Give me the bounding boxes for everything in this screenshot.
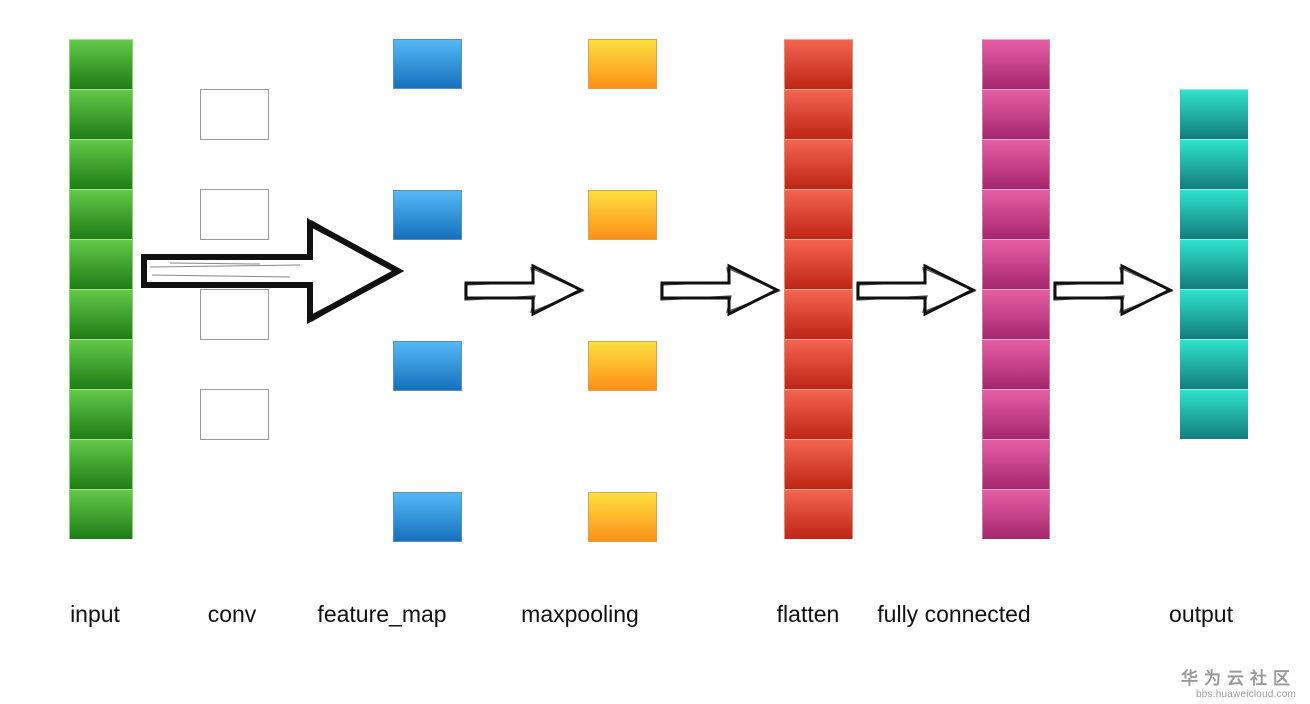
input-cell [69, 289, 133, 339]
fully-connected-cell [982, 489, 1050, 539]
watermark-logo: 华为云社区 [1181, 669, 1296, 688]
label-conv: conv [207, 601, 257, 627]
arrow-small-icon [856, 263, 977, 317]
watermark-url: bbs.huaweicloud.com [1196, 689, 1296, 700]
feature-map-cell [393, 39, 462, 89]
flatten-cell [784, 439, 853, 489]
output-cell [1180, 139, 1248, 189]
input-cell [69, 489, 133, 539]
fully-connected-cell [982, 39, 1050, 89]
output-cell [1180, 189, 1248, 239]
fully-connected-cell [982, 439, 1050, 489]
input-cell [69, 39, 133, 89]
label-output: output [1169, 601, 1233, 627]
label-flatten: flatten [776, 601, 840, 627]
flatten-cell [784, 339, 853, 389]
flatten-cell [784, 239, 853, 289]
fully-connected-cell [982, 389, 1050, 439]
fully-connected-cell [982, 339, 1050, 389]
maxpooling-cell [588, 190, 657, 240]
flatten-cell [784, 289, 853, 339]
input-cell [69, 239, 133, 289]
feature-map-cell [393, 190, 462, 240]
conv-cell [200, 189, 269, 240]
flatten-cell [784, 189, 853, 239]
input-cell [69, 89, 133, 139]
fully-connected-cell [982, 89, 1050, 139]
input-cell [69, 189, 133, 239]
maxpooling-cell [588, 341, 657, 391]
conv-cell [200, 289, 269, 340]
arrow-small-icon [464, 263, 585, 317]
maxpooling-cell [588, 39, 657, 89]
output-cell [1180, 89, 1248, 139]
maxpooling-cell [588, 492, 657, 542]
flatten-cell [784, 39, 853, 89]
fully-connected-cell [982, 189, 1050, 239]
output-cell [1180, 339, 1248, 389]
conv-cell [200, 389, 269, 440]
feature-map-cell [393, 341, 462, 391]
flatten-cell [784, 139, 853, 189]
watermark: 华为云社区 bbs.huaweicloud.com [1181, 664, 1296, 700]
label-fully-connected: fully connected [877, 601, 1031, 627]
arrow-large-icon [140, 217, 405, 325]
output-cell [1180, 389, 1248, 439]
label-maxpooling: maxpooling [521, 601, 639, 627]
input-cell [69, 139, 133, 189]
fully-connected-cell [982, 139, 1050, 189]
output-cell [1180, 239, 1248, 289]
label-feature-map: feature_map [317, 601, 447, 627]
flatten-cell [784, 489, 853, 539]
output-cell [1180, 289, 1248, 339]
flatten-cell [784, 89, 853, 139]
feature-map-cell [393, 492, 462, 542]
conv-cell [200, 89, 269, 140]
arrow-small-icon [660, 263, 781, 317]
input-cell [69, 439, 133, 489]
fully-connected-cell [982, 289, 1050, 339]
fully-connected-cell [982, 239, 1050, 289]
label-input: input [70, 601, 120, 627]
flatten-cell [784, 389, 853, 439]
input-cell [69, 389, 133, 439]
arrow-small-icon [1053, 263, 1174, 317]
input-cell [69, 339, 133, 389]
